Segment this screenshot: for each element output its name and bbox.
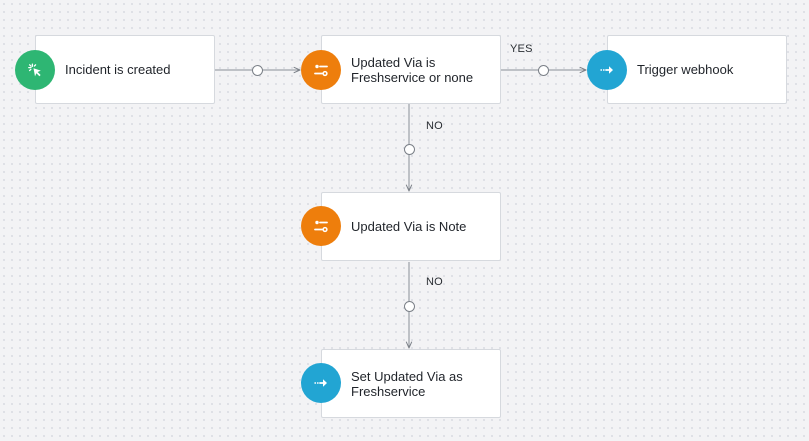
- node-label-updated-via-note: Updated Via is Note: [351, 219, 467, 234]
- pointer-click-icon: [28, 63, 41, 77]
- node-badge-updated-via-freshservice[interactable]: [301, 50, 341, 90]
- connector-dot-1[interactable]: [252, 65, 263, 76]
- sliders-icon: [314, 64, 328, 77]
- arrow-right-icon: [314, 379, 327, 387]
- node-label-updated-via-freshservice: Updated Via is Freshservice or none: [351, 54, 474, 85]
- node-card-set-updated-via[interactable]: Set Updated Via as Freshservice: [321, 349, 501, 418]
- connector-dot-yes[interactable]: [538, 65, 549, 76]
- node-badge-incident-created[interactable]: [15, 50, 55, 90]
- node-label-set-updated-via: Set Updated Via as Freshservice: [351, 368, 463, 399]
- sliders-icon: [314, 220, 328, 233]
- connector-dot-no-1[interactable]: [404, 144, 415, 155]
- node-card-incident-created[interactable]: Incident is created: [35, 35, 215, 104]
- connector-dot-no-2[interactable]: [404, 301, 415, 312]
- branch-label-no-2: NO: [426, 276, 443, 288]
- node-card-updated-via-note[interactable]: Updated Via is Note: [321, 192, 501, 261]
- branch-label-yes: YES: [510, 43, 533, 55]
- node-badge-updated-via-note[interactable]: [301, 206, 341, 246]
- node-card-trigger-webhook[interactable]: Trigger webhook: [607, 35, 787, 104]
- node-label-trigger-webhook: Trigger webhook: [637, 62, 734, 77]
- node-card-updated-via-freshservice[interactable]: Updated Via is Freshservice or none: [321, 35, 501, 104]
- arrow-right-icon: [600, 66, 613, 74]
- node-badge-trigger-webhook[interactable]: [587, 50, 627, 90]
- branch-label-no-1: NO: [426, 120, 443, 132]
- node-label-incident-created: Incident is created: [65, 62, 171, 77]
- node-badge-set-updated-via[interactable]: [301, 363, 341, 403]
